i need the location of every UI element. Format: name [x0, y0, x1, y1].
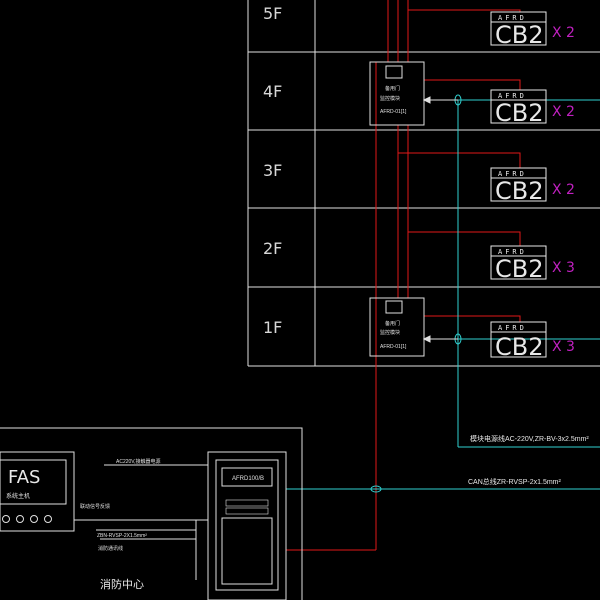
floor-module-1f: 备用门 监控模块 AFRD-01[1]: [369, 297, 425, 357]
svg-text:CB2: CB2: [495, 99, 544, 127]
svg-text:监控模块: 监控模块: [380, 329, 400, 336]
svg-text:AFRD: AFRD: [498, 324, 527, 332]
floor-label-4f: 4F: [263, 82, 282, 101]
floor-label-2f: 2F: [263, 239, 282, 258]
floor-module-4f: 备用门 监控模块 AFRD-01[1]: [369, 61, 425, 126]
floor-label-1f: 1F: [263, 318, 282, 337]
red-riser-cables: [286, 0, 521, 551]
svg-text:X 2: X 2: [552, 25, 575, 41]
linkage-label: 联动信号反馈: [80, 503, 110, 510]
fas-subtitle: 系统主机: [6, 492, 30, 500]
bus-sub-label: 消防通讯线: [98, 545, 123, 552]
svg-text:X 2: X 2: [552, 182, 575, 198]
svg-text:X 3: X 3: [552, 339, 575, 355]
cb-box-4f: AFRD CB2 X 2: [490, 89, 575, 127]
svg-text:CB2: CB2: [495, 333, 544, 361]
svg-text:AFRD: AFRD: [498, 14, 527, 22]
center-label: 消防中心: [100, 577, 144, 591]
floor-label-5f: 5F: [263, 4, 282, 23]
svg-text:CB2: CB2: [495, 21, 544, 49]
power-line-label: 模块电源线AC-220V,ZR-BV-3x2.5mm²: [470, 434, 589, 443]
floor-label-3f: 3F: [263, 161, 282, 180]
svg-text:X 3: X 3: [552, 260, 575, 276]
cyan-can-bus: [286, 94, 600, 493]
svg-text:AFRD-01[1]: AFRD-01[1]: [380, 344, 407, 350]
cb-box-2f: AFRD CB2 X 3: [490, 245, 575, 283]
svg-text:AFRD-01[1]: AFRD-01[1]: [380, 109, 407, 115]
bus-arrows: [422, 96, 458, 343]
ac-power-label: AC220V,接触器电源: [116, 458, 161, 465]
bus-label: ZBN-RVSP-2X1.5mm²: [97, 533, 147, 539]
svg-text:AFRD: AFRD: [498, 92, 527, 100]
cb-box-3f: AFRD CB2 X 2: [490, 167, 575, 205]
svg-text:监控模块: 监控模块: [380, 95, 400, 102]
svg-text:备用门: 备用门: [385, 320, 400, 327]
building-grid: [247, 0, 600, 367]
control-room: FAS 系统主机 AC220V,接触器电源 联动信号反馈 ZBN-RVSP-2X…: [0, 427, 303, 600]
svg-text:备用门: 备用门: [385, 85, 400, 92]
svg-text:CB2: CB2: [495, 177, 544, 205]
svg-text:X 2: X 2: [552, 104, 575, 120]
can-line-label: CAN总线ZR-RVSP-2x1.5mm²: [468, 477, 561, 486]
svg-text:AFRD: AFRD: [498, 248, 527, 256]
fas-title: FAS: [8, 467, 40, 488]
svg-text:AFRD: AFRD: [498, 170, 527, 178]
cb-box-5f: AFRD CB2 X 2: [490, 11, 575, 49]
cabinet-model: AFRD100/B: [232, 476, 264, 482]
svg-text:CB2: CB2: [495, 255, 544, 283]
cb-box-1f: AFRD CB2 X 3: [490, 321, 575, 361]
